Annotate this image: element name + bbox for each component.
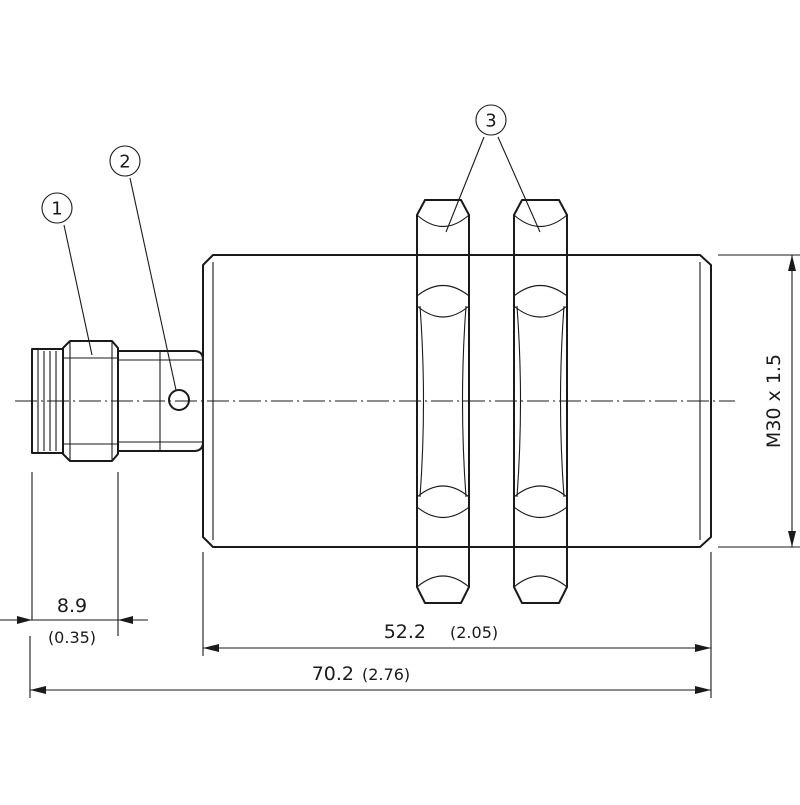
dim-total-inch: (2.76) [362,665,410,684]
dimension-thread-length: 52.2 (2.05) [202,552,712,698]
callout-1: 1 [41,192,93,356]
dim-thread-value: 52.2 [384,621,426,643]
led-indicator [168,389,190,411]
dimension-total-length: 70.2 (2.76) [29,636,711,698]
connector-plug [31,340,119,462]
callout-1-label: 1 [51,199,62,220]
dim-connector-inch: (0.35) [48,628,96,647]
dim-connector-value: 8.9 [57,595,87,617]
callout-3-label: 3 [485,111,496,132]
dim-total-value: 70.2 [312,663,354,685]
callout-2-label: 2 [119,152,130,173]
threaded-housing [202,254,712,548]
dimension-connector-length: 8.9 (0.35) [0,472,148,647]
callout-3: 3 [445,104,541,233]
mounting-nut-left [416,199,470,604]
mounting-nut-right [513,199,568,604]
dim-thread-inch: (2.05) [450,623,498,642]
dim-thread-size-label: M30 x 1.5 [763,354,785,448]
callout-2: 2 [109,145,177,391]
dimension-thread-size: M30 x 1.5 [718,254,800,548]
